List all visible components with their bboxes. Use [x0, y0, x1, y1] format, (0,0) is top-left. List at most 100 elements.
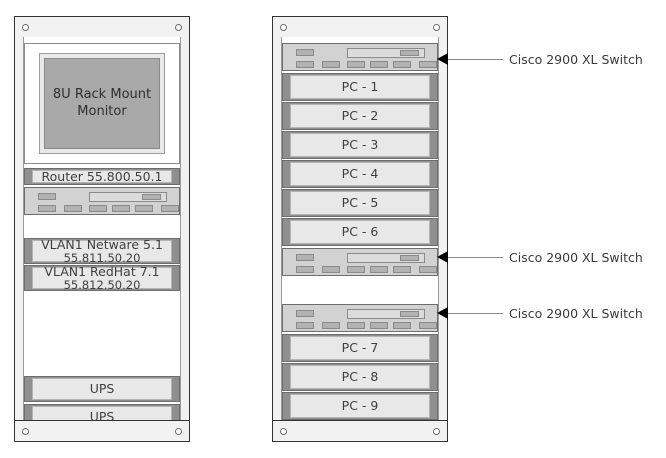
port-icon [370, 266, 388, 273]
pc-label-2: PC - 2 [341, 108, 379, 123]
port-icon [370, 61, 388, 68]
pc-face-9: PC - 9 [290, 394, 430, 418]
pc-face-1: PC - 1 [290, 75, 430, 99]
vlan-redhat-unit[interactable]: VLAN1 RedHat 7.1 55.812.50.20 [24, 264, 180, 292]
cisco-switch-unit-3[interactable] [282, 304, 438, 332]
port-icon [347, 61, 365, 68]
left-rack: 8U Rack Mount Monitor Router 55.800.50.1 [14, 16, 190, 442]
callout-label-2: Cisco 2900 XL Switch [509, 249, 643, 265]
port-icon [296, 61, 314, 68]
rack-inner-bay: PC - 1 PC - 2 PC - 3 PC - 4 PC - [281, 37, 439, 421]
monitor-bezel: 8U Rack Mount Monitor [39, 53, 165, 154]
port-icon [393, 266, 411, 273]
pc-unit-8[interactable]: PC - 8 [282, 363, 438, 391]
leader-line [448, 256, 503, 258]
cisco-switch-unit-2[interactable] [282, 248, 438, 276]
pc-unit-9[interactable]: PC - 9 [282, 392, 438, 420]
uplink-slot [89, 192, 167, 202]
port-icon [322, 322, 340, 329]
port-icon [419, 322, 437, 329]
pc-unit-5[interactable]: PC - 5 [282, 189, 438, 217]
uplink-port-icon [400, 311, 419, 317]
pc-unit-1[interactable]: PC - 1 [282, 73, 438, 101]
port-icon [296, 310, 314, 317]
screw-hole-icon [433, 428, 440, 435]
pc-label-9: PC - 9 [341, 398, 379, 413]
pc-face-8: PC - 8 [290, 365, 430, 389]
screw-hole-icon [22, 428, 29, 435]
port-icon [419, 266, 437, 273]
port-icon [322, 61, 340, 68]
cisco-switch-unit-1[interactable] [282, 43, 438, 71]
port-icon [89, 205, 107, 212]
monitor-screen: 8U Rack Mount Monitor [44, 58, 160, 149]
port-icon [38, 193, 56, 200]
uplink-port-icon [142, 194, 161, 200]
pc-label-3: PC - 3 [341, 137, 379, 152]
pc-face-7: PC - 7 [290, 336, 430, 360]
pc-label-1: PC - 1 [341, 79, 379, 94]
pc-face-4: PC - 4 [290, 162, 430, 186]
pc-unit-3[interactable]: PC - 3 [282, 131, 438, 159]
callout-cisco-switch-1: Cisco 2900 XL Switch [437, 51, 643, 67]
rack-bottom-rail [272, 420, 448, 442]
leader-line [448, 312, 503, 314]
vlan-netware-address: 55.811.50.20 [63, 250, 141, 265]
uplink-port-icon [400, 255, 419, 261]
pc-unit-7[interactable]: PC - 7 [282, 334, 438, 362]
port-icon [296, 266, 314, 273]
router-label: Router 55.800.50.1 [41, 168, 163, 184]
arrow-left-icon [437, 251, 448, 263]
arrow-left-icon [437, 53, 448, 65]
monitor-line-2: Monitor [77, 103, 127, 119]
pc-unit-6[interactable]: PC - 6 [282, 218, 438, 246]
uplink-slot [347, 48, 425, 58]
rack-body: PC - 1 PC - 2 PC - 3 PC - 4 PC - [272, 37, 448, 421]
uplink-slot [347, 309, 425, 319]
callout-label-1: Cisco 2900 XL Switch [509, 51, 643, 67]
rack-inner-bay: 8U Rack Mount Monitor Router 55.800.50.1 [23, 37, 181, 430]
pc-face-6: PC - 6 [290, 220, 430, 244]
port-icon [296, 254, 314, 261]
pc-unit-2[interactable]: PC - 2 [282, 102, 438, 130]
arrow-left-icon [437, 307, 448, 319]
screw-hole-icon [22, 24, 29, 31]
port-icon [347, 266, 365, 273]
vlan-netware-unit[interactable]: VLAN1 Netware 5.1 55.811.50.20 [24, 237, 180, 265]
pc-label-4: PC - 4 [341, 166, 379, 181]
pc-label-5: PC - 5 [341, 195, 379, 210]
leader-line [448, 58, 503, 60]
monitor-line-1: 8U Rack Mount [52, 87, 152, 103]
rack-mount-monitor: 8U Rack Mount Monitor [24, 43, 180, 164]
ups-label-1: UPS [89, 381, 115, 396]
router-port-panel [24, 187, 180, 215]
port-icon [393, 61, 411, 68]
ups-unit-1[interactable]: UPS [24, 376, 180, 402]
pc-label-6: PC - 6 [341, 224, 379, 239]
port-icon [419, 61, 437, 68]
ups-face-1: UPS [32, 378, 172, 400]
pc-label-8: PC - 8 [341, 369, 379, 384]
pc-unit-4[interactable]: PC - 4 [282, 160, 438, 188]
port-icon [64, 205, 82, 212]
callout-cisco-switch-3: Cisco 2900 XL Switch [437, 305, 643, 321]
port-icon [112, 205, 130, 212]
right-rack: PC - 1 PC - 2 PC - 3 PC - 4 PC - [272, 16, 448, 442]
screw-hole-icon [280, 428, 287, 435]
port-icon [347, 322, 365, 329]
port-icon [161, 205, 179, 212]
router-unit[interactable]: Router 55.800.50.1 [24, 168, 180, 185]
vlan-redhat-face: VLAN1 RedHat 7.1 55.812.50.20 [32, 264, 172, 292]
uplink-port-icon [400, 50, 419, 56]
screw-hole-icon [433, 24, 440, 31]
pc-face-2: PC - 2 [290, 104, 430, 128]
screw-hole-icon [175, 24, 182, 31]
rack-bottom-rail [14, 420, 190, 442]
rack-body: 8U Rack Mount Monitor Router 55.800.50.1 [14, 37, 190, 430]
pc-face-5: PC - 5 [290, 191, 430, 215]
port-icon [296, 49, 314, 56]
vlan-redhat-address: 55.812.50.20 [63, 277, 141, 292]
port-icon [322, 266, 340, 273]
screw-hole-icon [175, 428, 182, 435]
port-icon [393, 322, 411, 329]
